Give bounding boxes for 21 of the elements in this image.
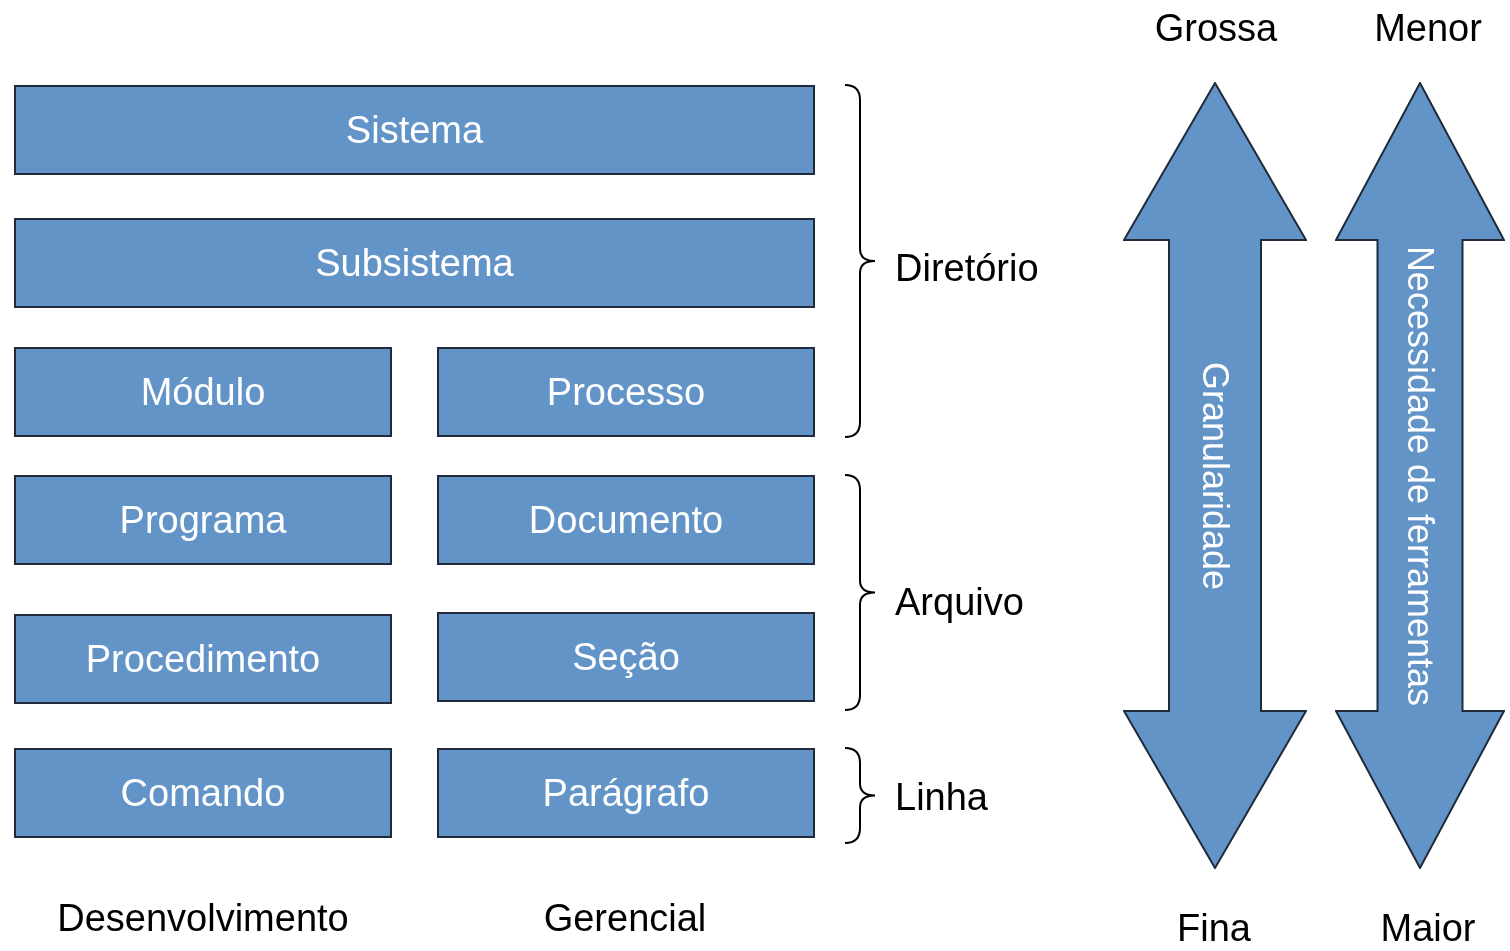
level-box: Programa bbox=[14, 475, 392, 565]
level-box: Documento bbox=[437, 475, 815, 565]
level-box: Módulo bbox=[14, 347, 392, 437]
level-box: Procedimento bbox=[14, 614, 392, 704]
column-label: Desenvolvimento bbox=[57, 896, 349, 940]
group-label: Diretório bbox=[895, 246, 1039, 290]
level-box: Comando bbox=[14, 748, 392, 838]
level-box: Seção bbox=[437, 612, 815, 702]
double-arrow: Granularidade bbox=[1123, 82, 1307, 869]
scale-label: Grossa bbox=[1154, 6, 1278, 50]
level-box: Subsistema bbox=[14, 218, 815, 308]
level-box: Parágrafo bbox=[437, 748, 815, 838]
double-arrow: Necessidade de ferramentas bbox=[1335, 82, 1505, 869]
scale-label: Maior bbox=[1380, 906, 1476, 950]
column-label: Gerencial bbox=[543, 896, 707, 940]
scale-label: Fina bbox=[1177, 906, 1251, 950]
level-box: Sistema bbox=[14, 85, 815, 175]
scale-label: Menor bbox=[1374, 6, 1482, 50]
group-label: Arquivo bbox=[895, 580, 1024, 624]
group-label: Linha bbox=[895, 775, 988, 819]
level-box: Processo bbox=[437, 347, 815, 437]
